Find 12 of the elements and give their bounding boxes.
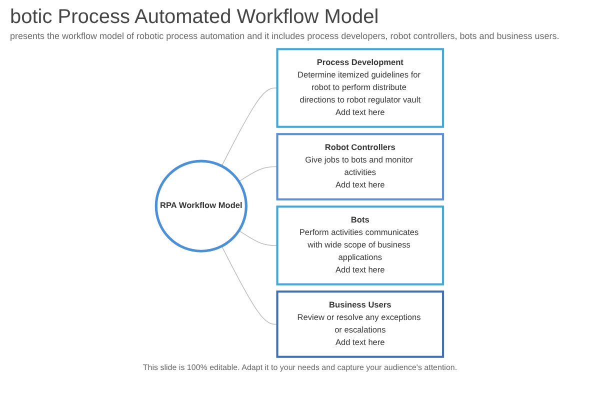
node-box: Bots Perform activities communicates with wide scope of business applications Add text here xyxy=(276,206,444,286)
node-box: Business Users Review or resolve any exceptions or escalations Add text here xyxy=(276,290,444,358)
connector xyxy=(238,230,278,246)
node-box: Process Development Determine itemized guidelines for robot to perform distribute directions to robot regulator vault Add text here xyxy=(276,48,444,128)
connector xyxy=(222,88,278,166)
node-box: Robot Controllers Give jobs to bots and monitor activities Add text here xyxy=(276,133,444,200)
node-circle: RPA Workflow Model xyxy=(155,160,248,252)
connector xyxy=(238,166,278,182)
connector xyxy=(222,246,278,325)
slide-subtitle: presents the workflow model of robotic process automation and it includes process developers, robot controllers, bots and business users. xyxy=(10,31,560,41)
slide-title: botic Process Automated Workflow Model xyxy=(10,6,380,29)
footer-note: This slide is 100% editable. Adapt it to your needs and capture your audience's attention. xyxy=(142,363,458,372)
